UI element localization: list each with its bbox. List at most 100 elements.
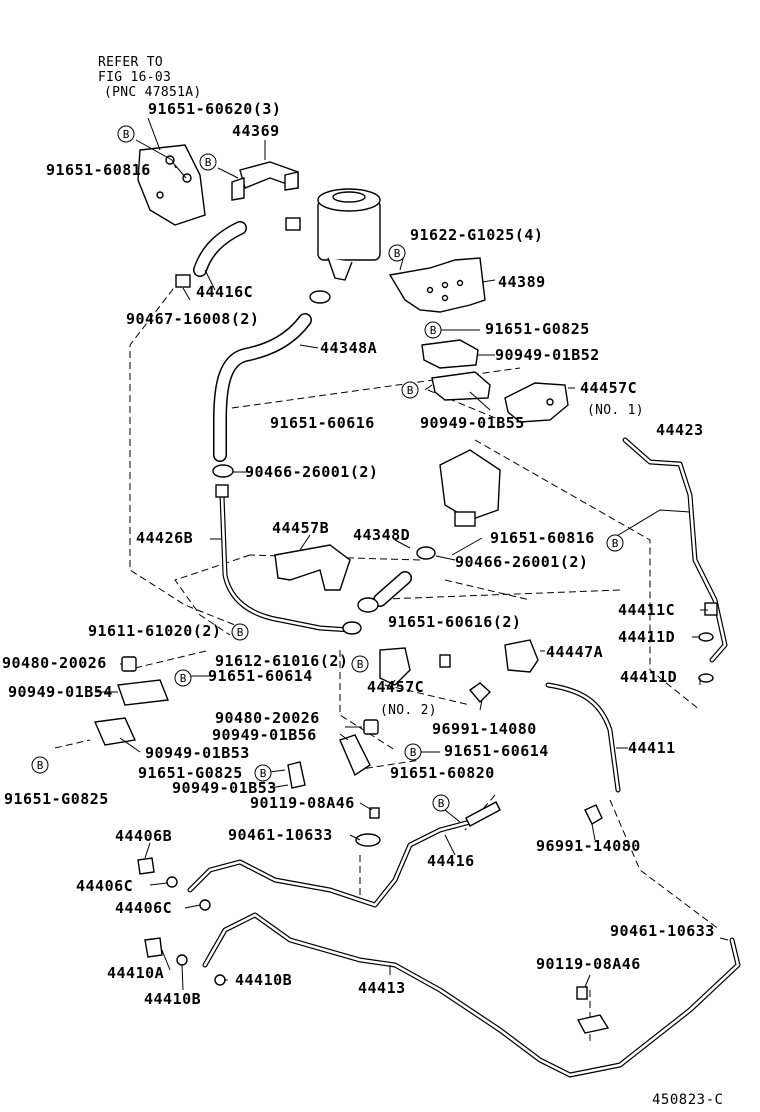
clamp-90949-01b55: [431, 371, 491, 401]
label-91651-60816-b: 91651-60816: [490, 529, 595, 547]
refer-note: REFER TO FIG 16-03 (PNC 47851A): [98, 55, 201, 100]
clamp-90461-upper: [355, 833, 381, 847]
b-marker: B: [199, 153, 217, 171]
label-44411: 44411: [628, 739, 676, 757]
hose-clamp-90466-upper: [212, 464, 234, 478]
label-91651-g0825-c: 91651-G0825: [4, 790, 109, 808]
bolt-44406b: [137, 857, 155, 875]
b-marker: B: [401, 381, 419, 399]
pipe-end-44416: [465, 801, 501, 827]
reservoir-tank: [317, 188, 381, 281]
clip-96991-lower: [584, 804, 603, 825]
label-90467-16008: 90467-16008(2): [126, 310, 259, 328]
pipe-fittings-44411: [698, 602, 718, 683]
clamp-90466-upper: [309, 290, 331, 304]
pipe-44416: [187, 819, 473, 908]
label-90949-01b52: 90949-01B52: [495, 346, 600, 364]
figure-id: 450823-C: [652, 1092, 723, 1108]
label-91622-g1025: 91622-G1025(4): [410, 226, 543, 244]
label-44389: 44389: [498, 273, 546, 291]
pipe-end-44426b-top: [215, 484, 229, 498]
svg-text:B: B: [237, 626, 244, 639]
label-96991-14080-b: 96991-14080: [536, 837, 641, 855]
svg-text:B: B: [357, 658, 364, 671]
clip-96991-upper: [468, 682, 492, 704]
label-91651-g0825-a: 91651-G0825: [485, 320, 590, 338]
pipe-44426b: [219, 492, 353, 633]
clamp-90949-01b53-center: [287, 761, 306, 789]
label-44457b: 44457B: [272, 519, 329, 537]
b-marker: B: [388, 244, 406, 262]
svg-text:B: B: [438, 797, 445, 810]
label-90466-26001-b: 90466-26001(2): [455, 553, 588, 571]
hose-end-clamps: [342, 597, 379, 635]
label-90119-08a46-b: 90119-08A46: [536, 955, 641, 973]
hose-44348d: [373, 571, 412, 607]
label-90461-10633-b: 90461-10633: [610, 922, 715, 940]
bracket-44457c-no1: [504, 382, 569, 423]
label-44413: 44413: [358, 979, 406, 997]
label-44348d: 44348D: [353, 526, 410, 544]
bracket-44389: [388, 257, 486, 313]
bolt-44410a: [144, 937, 163, 958]
label-44410b-b: 44410B: [144, 990, 201, 1008]
washers-44406c: [166, 876, 211, 911]
label-44457c-a: 44457C: [580, 379, 637, 397]
svg-text:B: B: [123, 128, 130, 141]
label-90466-26001-a: 90466-26001(2): [245, 463, 378, 481]
label-44406c-b: 44406C: [115, 899, 172, 917]
label-no1: (NO. 1): [587, 403, 644, 418]
label-44369: 44369: [232, 122, 280, 140]
hose-44348a: [213, 313, 312, 462]
clamp-90949-01b54: [117, 679, 169, 706]
bolt-90119-lower: [576, 986, 588, 1000]
bolt-90480-lower: [363, 719, 379, 735]
label-91611-61020: 91611-61020(2): [88, 622, 221, 640]
small-clamp-top: [285, 217, 301, 231]
b-marker: B: [31, 756, 49, 774]
bracket-44447a: [504, 639, 539, 673]
label-44416: 44416: [427, 852, 475, 870]
clamp-90949-01b52: [421, 339, 479, 369]
label-91651-60616-b: 91651-60616(2): [388, 613, 521, 631]
label-44411d-b: 44411D: [620, 668, 677, 686]
label-90480-20026-a: 90480-20026: [2, 654, 107, 672]
bolt-90119-upper: [369, 807, 380, 819]
b-marker: B: [174, 669, 192, 687]
label-91651-60816-a: 91651-60816: [46, 161, 151, 179]
hose-44416c: [193, 221, 247, 277]
label-44410a: 44410A: [107, 964, 164, 982]
label-44406c-a: 44406C: [76, 877, 133, 895]
label-44423: 44423: [656, 421, 704, 439]
label-44410b-a: 44410B: [235, 971, 292, 989]
label-90949-01b56: 90949-01B56: [212, 726, 317, 744]
bolt-90480-upper: [121, 656, 137, 672]
clamp-44369: [231, 161, 299, 201]
label-90461-10633-a: 90461-10633: [228, 826, 333, 844]
b-marker: B: [432, 794, 450, 812]
label-no2: (NO. 2): [380, 703, 437, 718]
label-44447a: 44447A: [546, 643, 603, 661]
svg-text:B: B: [205, 156, 212, 169]
label-91651-60614-a: 91651-60614: [208, 667, 313, 685]
label-44426b: 44426B: [136, 529, 193, 547]
label-90949-01b53-b: 90949-01B53: [172, 779, 277, 797]
bracket-44457b: [274, 544, 351, 591]
label-44411c: 44411C: [618, 601, 675, 619]
label-44416c: 44416C: [196, 283, 253, 301]
label-90480-20026-b: 90480-20026: [215, 709, 320, 727]
leader-lines: [95, 117, 729, 991]
clamp-90461-lower: [576, 1014, 610, 1034]
svg-text:B: B: [430, 324, 437, 337]
bracket-90949-01b56: [339, 734, 371, 777]
b-marker: B: [254, 764, 272, 782]
label-91651-g0825-b: 91651-G0825: [138, 764, 243, 782]
b-marker: B: [231, 623, 249, 641]
label-91651-60820: 91651-60820: [390, 764, 495, 782]
bolt-91651-60616: [439, 654, 451, 668]
svg-text:B: B: [260, 767, 267, 780]
washers-44410b: [176, 954, 226, 986]
b-marker: B: [117, 125, 135, 143]
label-91612-61016: 91612-61016(2): [215, 652, 348, 670]
